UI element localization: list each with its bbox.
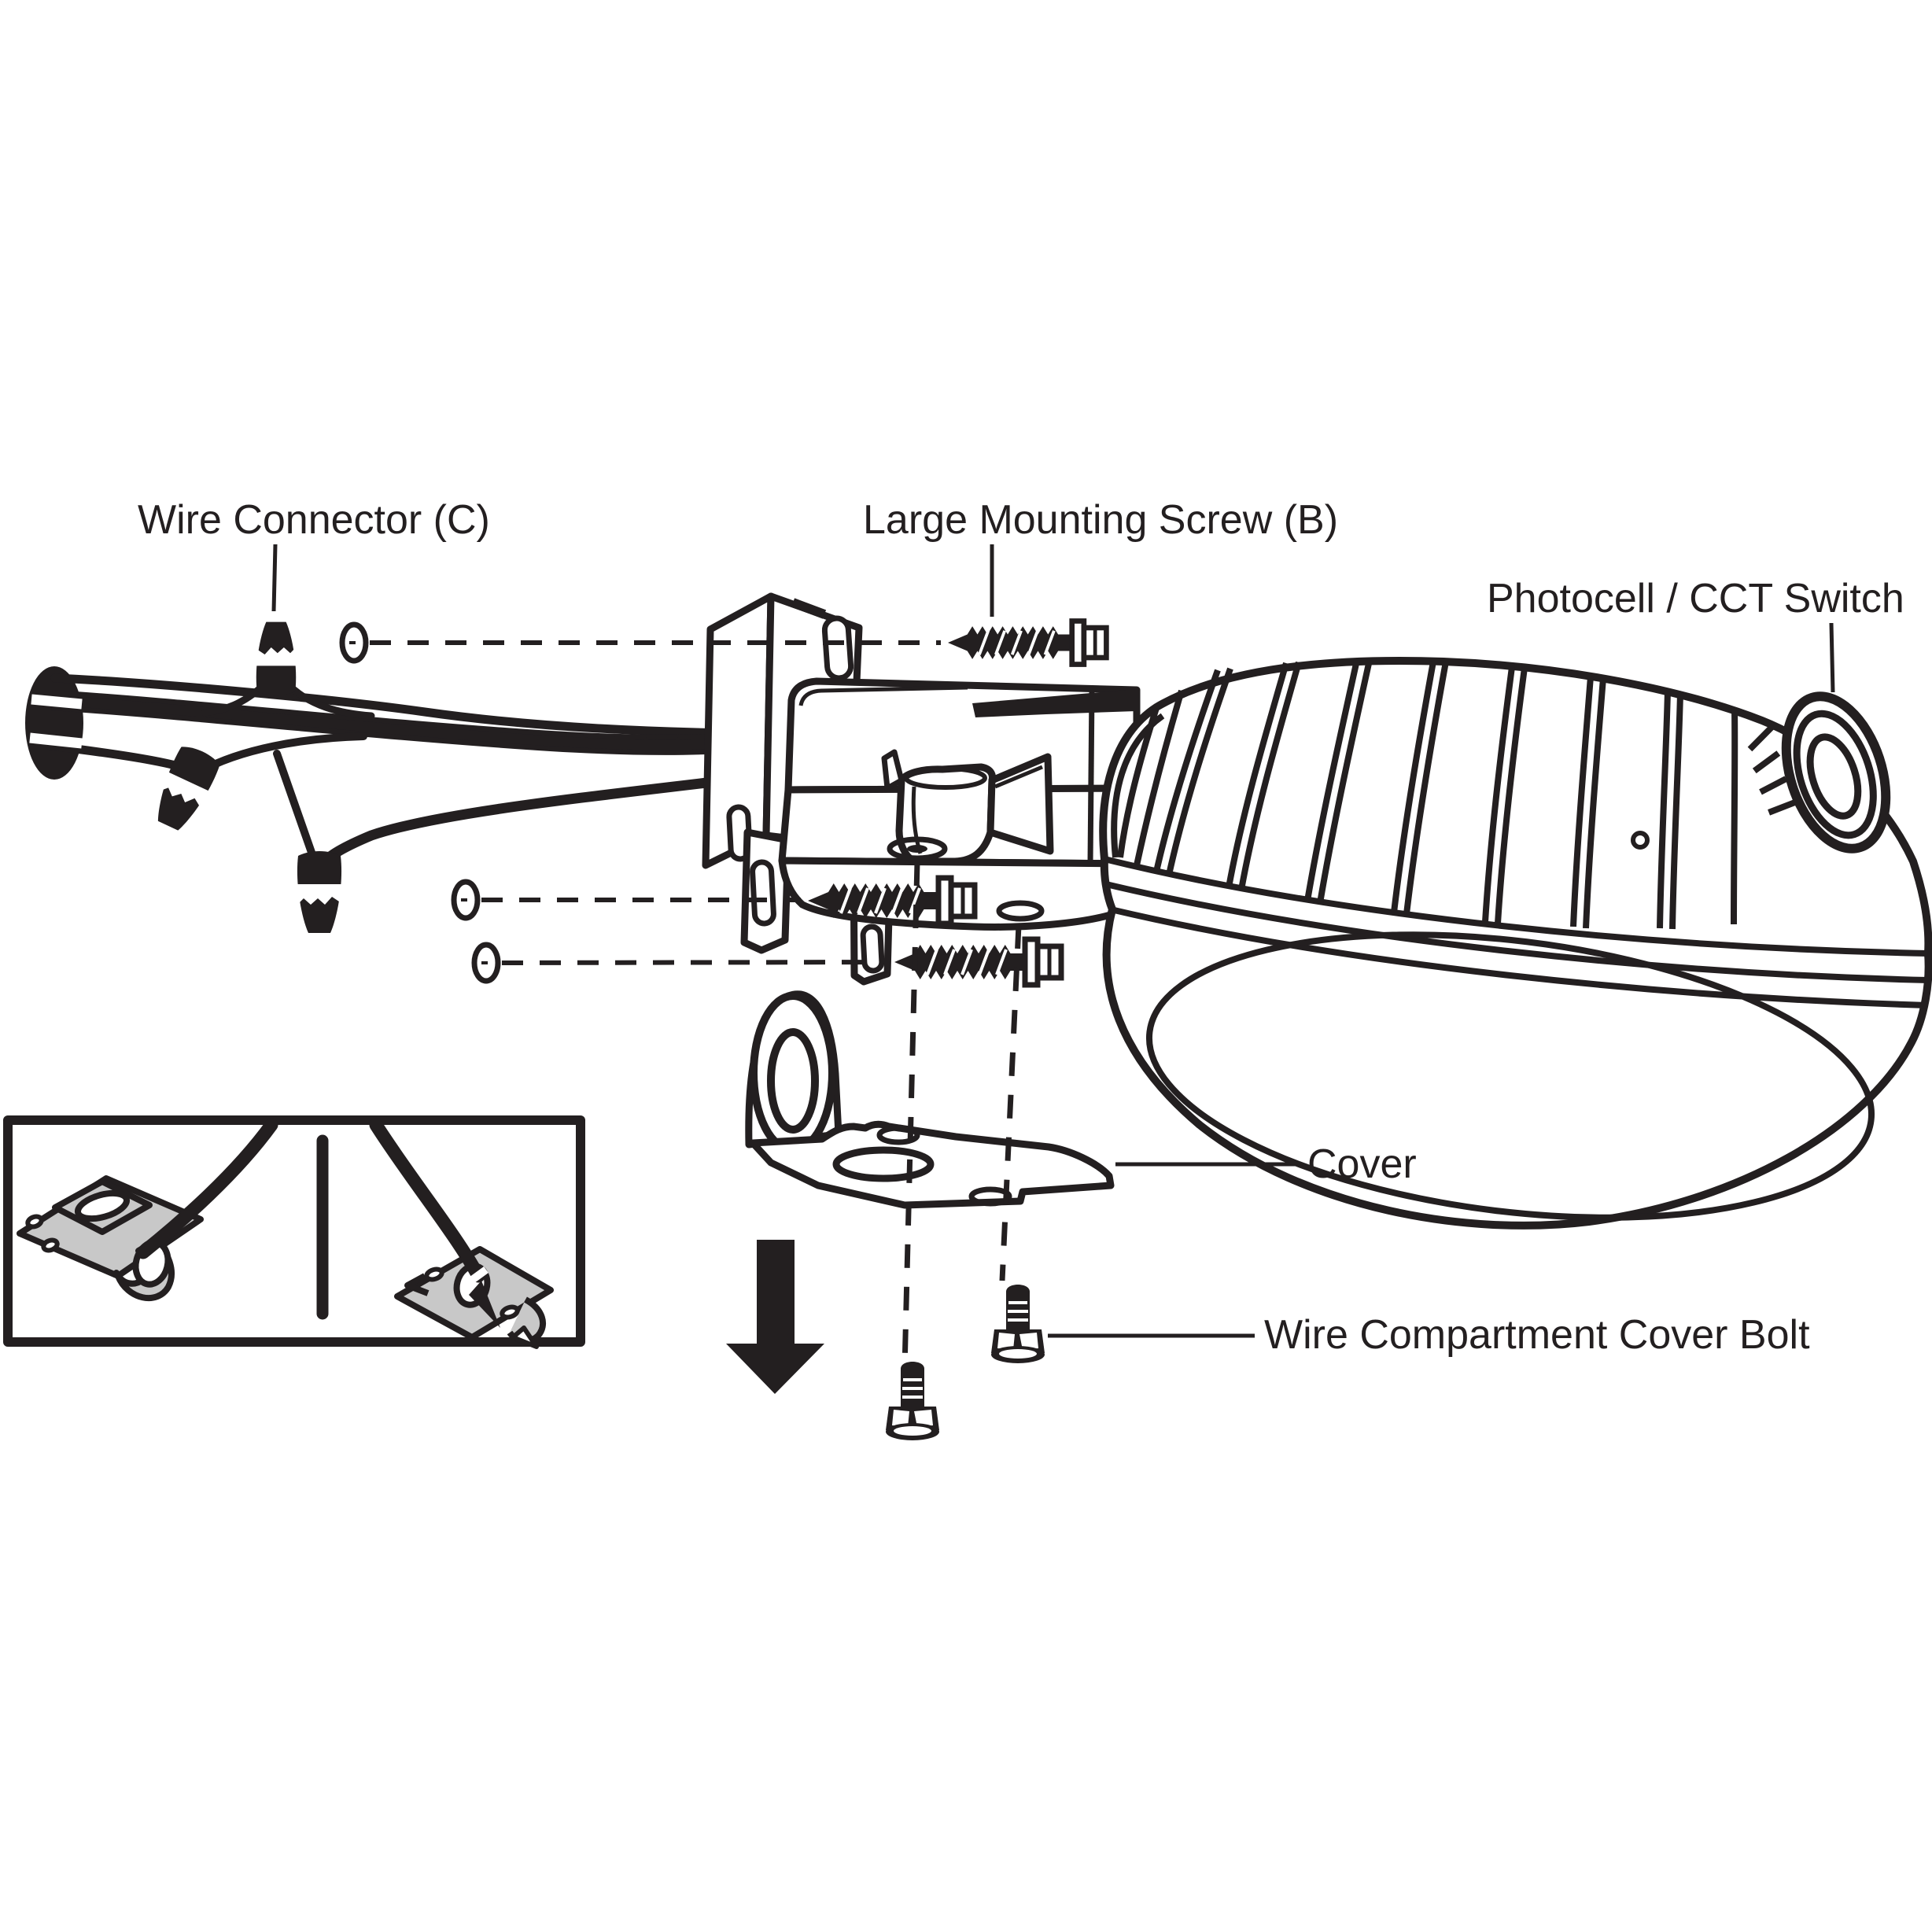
large-mounting-screw-bottom (894, 939, 1061, 985)
heat-sink-fins (1111, 659, 1738, 930)
inset-wire-right (369, 1118, 485, 1283)
cover-bolt-left (884, 1360, 941, 1442)
photocell-cct-switch (1747, 691, 1891, 854)
lamp-head (1099, 657, 1932, 1230)
label-wire-connector: Wire Connector (C) (138, 497, 490, 543)
label-cover-bolt: Wire Compartment Cover Bolt (1264, 1312, 1810, 1358)
dashed-guide-bottom (501, 960, 888, 965)
label-cover: Cover (1307, 1141, 1417, 1187)
dashed-drop-left (901, 861, 920, 1370)
wire-connector-cap-bottom (297, 851, 342, 933)
conduit-hatching (439, 728, 691, 753)
label-photocell: Photocell / CCT Switch (1487, 576, 1904, 621)
inset-detail (3, 1115, 585, 1349)
inset-wire-left (136, 1118, 278, 1259)
down-arrow (726, 1240, 824, 1394)
large-mounting-screw-top (948, 621, 1106, 664)
lens (1145, 931, 1875, 1221)
label-large-mounting-screw: Large Mounting Screw (B) (863, 497, 1338, 543)
flange-bolt-hole (996, 900, 1045, 922)
alignment-guides (339, 621, 1022, 1370)
keyhole-slot-top (821, 615, 854, 681)
cover-bolt-right (990, 1283, 1046, 1365)
knuckle-screw-hole (887, 836, 948, 861)
wire-assembly (25, 621, 745, 933)
wire-connector-cap-left (147, 742, 223, 835)
fixture-supply-wire (317, 773, 745, 869)
leader-photocell (1829, 622, 1835, 693)
callouts: Wire Connector (C) Large Mounting Screw … (138, 497, 1904, 1358)
leader-wire-connector (271, 544, 278, 612)
dashed-drop-right (999, 924, 1022, 1281)
arm-shadow-hatch (972, 689, 1136, 717)
wire-compartment-cover (745, 990, 1115, 1209)
wire-connector-cap-top (255, 621, 297, 696)
